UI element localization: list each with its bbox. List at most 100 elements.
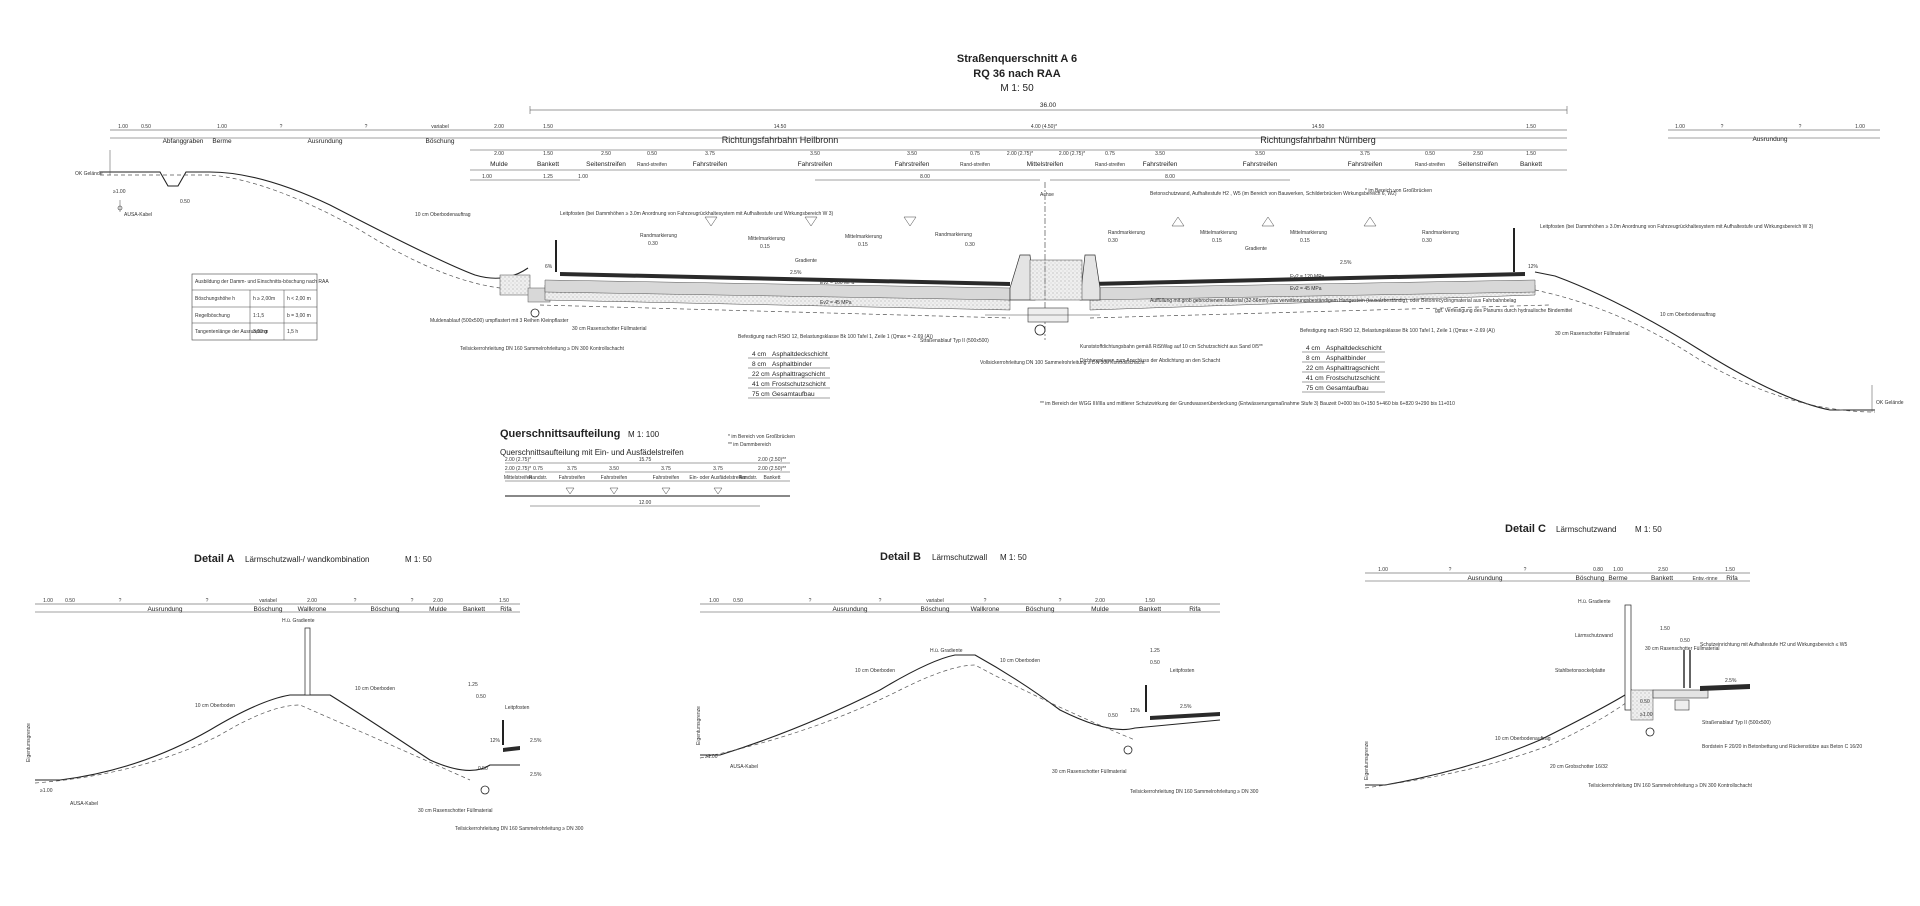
marking-6-val: 0.15: [1300, 238, 1310, 244]
el-5: Fahrstreifen: [798, 161, 833, 168]
da-lbl-1: 10 cm Oberboden: [195, 703, 235, 709]
sd-9: 2.00 (2.75)*: [1059, 151, 1085, 157]
db-small-1: 0.50: [1150, 660, 1160, 666]
lane-triangle: [1363, 216, 1377, 227]
el-8: Mittelstreifen: [1027, 161, 1064, 168]
zone-ausrundung-right: Ausrundung: [1752, 136, 1787, 143]
bd-0: 1.00: [482, 174, 492, 180]
auf-dim-1: 15.75: [639, 457, 652, 463]
bef-left-r3-cm: 41 cm: [752, 381, 770, 388]
db-zone-0: Ausrundung: [832, 606, 867, 613]
table-r2-a: 3,00 m: [253, 329, 268, 335]
ok-gelaende-left: OK Gelände: [75, 171, 103, 177]
dc-lbl-6: Bordstein F 20/20 in Betonbettung und Rü…: [1702, 744, 1862, 750]
bef-right-r4-name: Gesamtaufbau: [1326, 385, 1369, 392]
db-dim-1: 0.50: [733, 598, 743, 604]
bef-right-r3-cm: 41 cm: [1306, 375, 1324, 382]
da-lbl-0: H.ü. Gradiente: [282, 618, 315, 624]
da-lbl-3: Leitpfosten: [505, 705, 530, 711]
slope-right: 2.5%: [1340, 260, 1352, 266]
marking-5-name: Mittelmarkierung: [1200, 230, 1237, 236]
da-dim-9: 1.50: [499, 598, 509, 604]
carriageway-left: Richtungsfahrbahn Heilbronn: [722, 135, 839, 145]
db-lbl-7: Eigentumsgrenze: [696, 706, 702, 745]
sd-10: 0.75: [1105, 151, 1115, 157]
auf-lbl-7: Bankett: [764, 475, 782, 481]
da-lbl-7: Eigentumsgrenze: [26, 723, 32, 762]
detail-c: Detail C Lärmschutzwand M 1: 50 1.00 ? ?…: [1364, 523, 1862, 789]
oberboden-right: 10 cm Oberbodenauftrag: [1660, 312, 1716, 318]
dc-zone-5: Rifa: [1726, 575, 1738, 582]
ev2-right: Ev2 = 120 MPa: [1290, 274, 1325, 280]
ev2-right2: Ev2 = 45 MPa: [1290, 286, 1322, 292]
sd-5: 3.50: [810, 151, 820, 157]
el-15: Bankett: [1520, 161, 1542, 168]
rasenschotter-right: 30 cm Rasenschotter Füllmaterial: [1555, 331, 1629, 337]
auf-lbl-6: Randstr.: [739, 475, 758, 481]
marking-0-name: Randmarkierung: [640, 233, 677, 239]
dc-dim-0: 1.00: [1378, 567, 1388, 573]
bef-right-r1-name: Asphaltbinder: [1326, 355, 1367, 362]
sd-0: 2.00: [494, 151, 504, 157]
lane-width-left: 8.00: [920, 174, 930, 180]
td-9: 4.00 (4.50)*: [1031, 124, 1057, 130]
leitpfosten-right: Leitpfosten (bei Dammhöhen ≥ 3.0m Anordn…: [1540, 224, 1813, 230]
da-small-4: 12%: [490, 738, 501, 744]
db-zone-3: Böschung: [1026, 606, 1055, 613]
table-r1-label: Regelböschung: [195, 313, 230, 319]
db-dim-7: 2.00: [1095, 598, 1105, 604]
dc-dim-3: 0.80: [1593, 567, 1603, 573]
gradiente-left: Gradiente: [795, 258, 817, 264]
dc-zone-4: Entw.-rinne: [1692, 576, 1717, 582]
main-dimension-bands: 36.00 1.00 0.50 1.00 ? ? variabel 2.00 1…: [110, 102, 1880, 194]
td-0: 1.00: [118, 124, 128, 130]
table-r2-b: 1,5 h: [287, 329, 298, 335]
slope-shoulder-r: 12%: [1528, 264, 1539, 270]
da-dim-2: ?: [119, 598, 122, 604]
db-dim-4: variabel: [926, 598, 944, 604]
befestigung-left: Befestigung nach RStO 12, Belastungsklas…: [738, 334, 933, 399]
marking-0-val: 0.30: [648, 241, 658, 247]
el-9: Rand-streifen: [1095, 162, 1125, 168]
slope-shoulder: 6%: [545, 264, 553, 270]
aufteilung-heading: Querschnittsaufteilung: [500, 428, 620, 440]
sd-15: 2.50: [1473, 151, 1483, 157]
muldenablauf: Muldenablauf (500x500) umpflastert mit 3…: [430, 318, 569, 324]
zone-ausrundung: Ausrundung: [307, 138, 342, 145]
vollsicker: Vollsickerrohrleitung DN 100 Sammelrohrl…: [980, 360, 1145, 366]
db-zone-2: Wallkrone: [971, 606, 1000, 613]
dc-lbl-9: Teilsickerrohrleitung DN 160 Sammelrohrl…: [1588, 783, 1753, 789]
detail-b: Detail B Lärmschutzwall M 1: 50 1.00 0.5…: [696, 551, 1259, 795]
da-zone-1: Böschung: [254, 606, 283, 613]
detail-a-title: Lärmschutzwall-/ wandkombination: [245, 555, 370, 564]
auf-dim2-0: 2.00 (2.75)*: [505, 466, 531, 472]
sd-12: 3.50: [1255, 151, 1265, 157]
ev2-left: Ev2 = 100 MPa: [820, 280, 855, 286]
db-small-4: ≥1.00: [705, 754, 718, 760]
db-lbl-4: 30 cm Rasenschotter Füllmaterial: [1052, 769, 1126, 775]
bef-right-r2-cm: 22 cm: [1306, 365, 1324, 372]
da-small-0: 1.25: [468, 682, 478, 688]
db-lbl-5: Teilsickerrohrleitung DN 160 Sammelrohrl…: [1130, 789, 1259, 795]
dc-zone-3: Bankett: [1651, 575, 1673, 582]
zone-berme: Berme: [212, 138, 232, 145]
db-lbl-3: Leitpfosten: [1170, 668, 1195, 674]
title-block: Straßenquerschnitt A 6 RQ 36 nach RAA M …: [957, 53, 1077, 94]
marking-7-val: 0.30: [1422, 238, 1432, 244]
total-width: 36.00: [1040, 102, 1057, 109]
el-1: Bankett: [537, 161, 559, 168]
dichtung: Dichtungslagen zum Anschluss der Abdicht…: [1080, 358, 1221, 364]
bef-left-r2-name: Asphalttragschicht: [772, 371, 825, 378]
db-small-3: 12%: [1130, 708, 1141, 714]
da-dim-3: ?: [206, 598, 209, 604]
el-14: Seitenstreifen: [1458, 161, 1498, 168]
dc-lbl-3: Schutzeinrichtung mit Aufhaltestufe H2 u…: [1700, 642, 1847, 648]
slope-left: 2.5%: [790, 270, 802, 276]
small-dim-100: ≥1.00: [113, 189, 126, 195]
el-2: Seitenstreifen: [586, 161, 626, 168]
small-dim-050: 0.50: [180, 199, 190, 205]
td-5: variabel: [431, 124, 449, 130]
marking-5-val: 0.15: [1212, 238, 1222, 244]
auf-lbl-2: Fahrstreifen: [559, 475, 586, 481]
db-zone-6: Rifa: [1189, 606, 1201, 613]
